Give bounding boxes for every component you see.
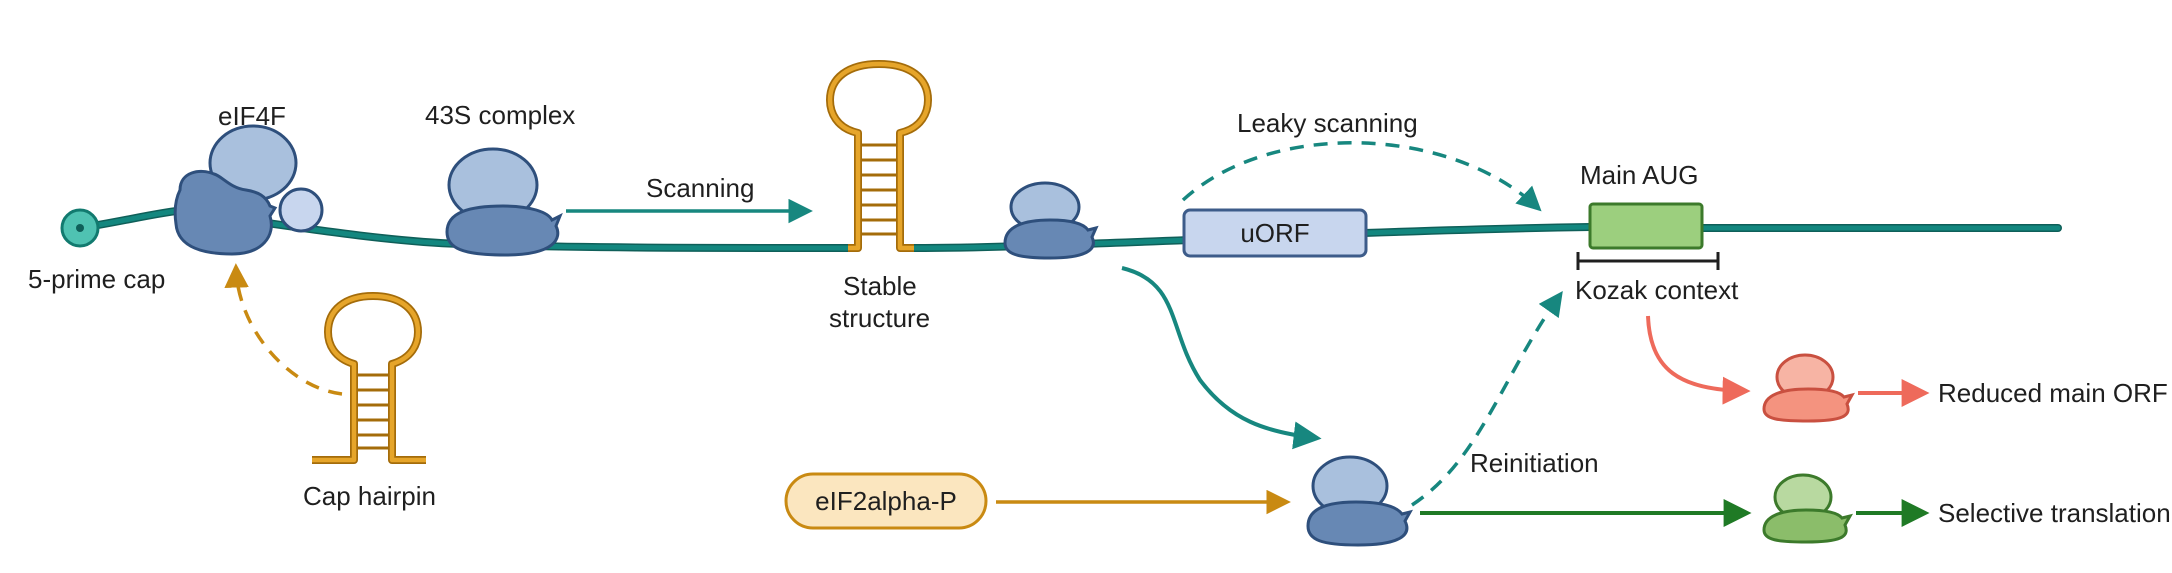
ribosome-reduced	[1762, 353, 1855, 423]
ribosome-reinitiation	[1306, 455, 1413, 547]
ribosome-selective	[1762, 473, 1853, 544]
selective-translation-label: Selective translation	[1938, 498, 2171, 528]
uorf-box	[1182, 208, 1368, 258]
stable-structure-label-1: Stable	[843, 271, 917, 301]
five-prime-cap	[60, 208, 100, 248]
leaky-scanning-arrow	[1181, 141, 1542, 212]
ribosome-43s	[445, 147, 563, 257]
scanning-label: Scanning	[646, 173, 754, 203]
stable-structure-hairpin	[826, 60, 932, 252]
ribosome-scanning	[1003, 181, 1099, 260]
kozak-bracket	[1576, 252, 1720, 270]
reinitiation-arrow	[1411, 290, 1563, 507]
cap-label: 5-prime cap	[28, 264, 165, 294]
eif2alpha-p-label: eIF2alpha-P	[815, 486, 957, 516]
complex-43s-label: 43S complex	[425, 100, 575, 130]
cap-hairpin-label: Cap hairpin	[303, 481, 436, 511]
cap-hairpin-arrow	[224, 263, 343, 396]
leaky-scanning-label: Leaky scanning	[1237, 108, 1418, 138]
ribosome-descent-arrow	[1121, 266, 1322, 450]
reduced-main-orf-label: Reduced main ORF	[1938, 378, 2168, 408]
eif2alpha-p-pill	[784, 472, 988, 530]
cap-hairpin	[312, 292, 426, 464]
uorf-label: uORF	[1240, 218, 1309, 248]
kozak-context-label: Kozak context	[1575, 275, 1739, 305]
eif4f-label: eIF4F	[218, 101, 286, 131]
reinitiation-label: Reinitiation	[1470, 448, 1599, 478]
reduced-arrow-1	[1646, 315, 1751, 405]
main-aug-box	[1588, 202, 1704, 250]
main-aug-label: Main AUG	[1580, 160, 1699, 190]
eif4f-complex	[173, 124, 324, 256]
stable-structure-label-2: structure	[829, 303, 930, 333]
